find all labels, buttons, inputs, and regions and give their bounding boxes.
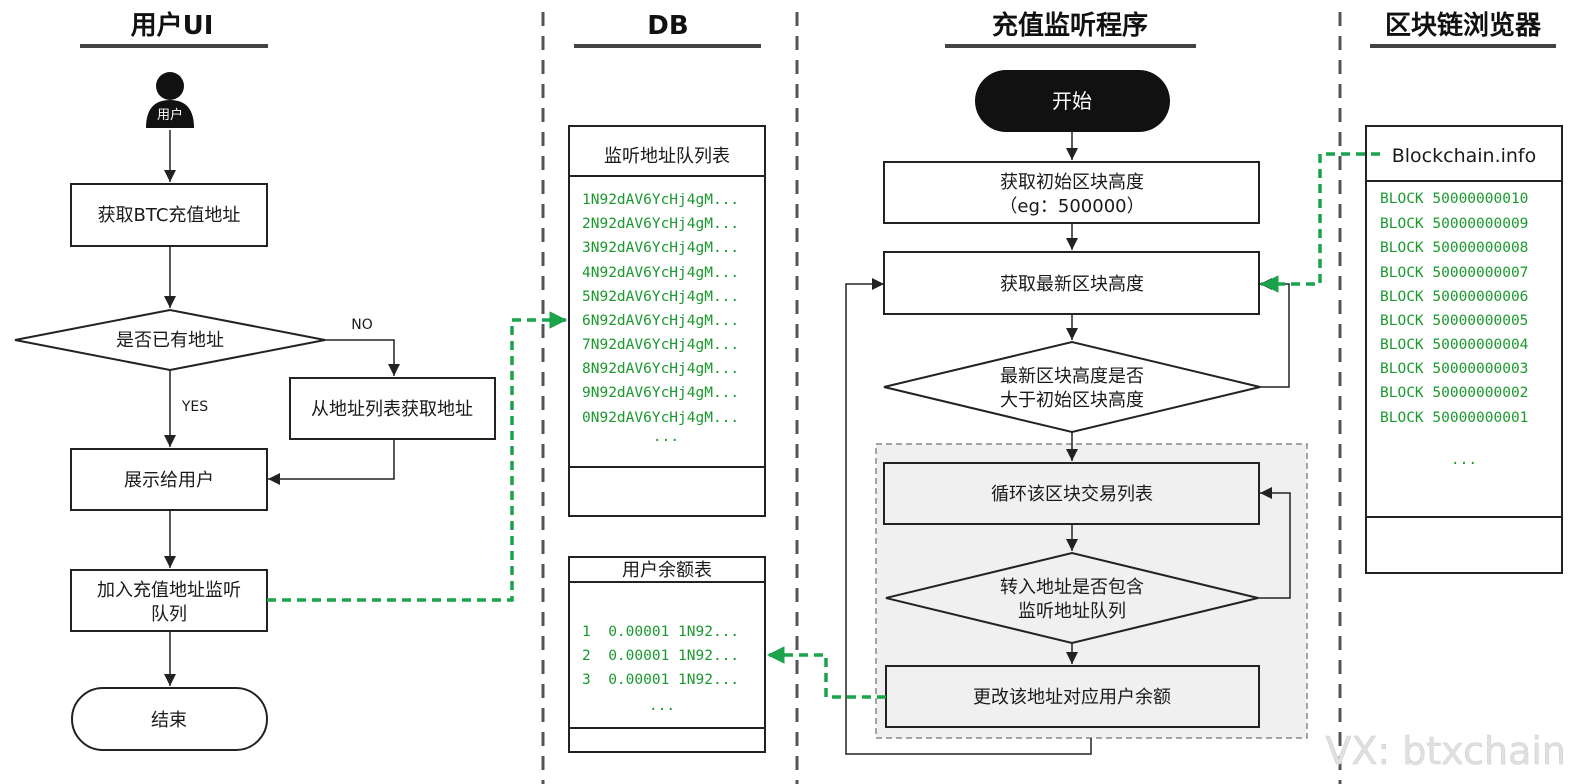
check-label-line2: 监听地址队列 <box>1018 601 1126 622</box>
check-label-line1: 转入地址是否包含 <box>1000 577 1144 598</box>
init-height-label-line1: 获取初始区块高度 <box>1000 172 1144 193</box>
lane-title-monitor: 充值监听程序 <box>992 10 1148 41</box>
join-queue-label-line2: 队列 <box>151 604 187 625</box>
user-icon-label: 用户 <box>157 107 183 123</box>
watch-table-row: 1N92dAV6YcHj4gM... <box>582 192 739 208</box>
loop-tx-box <box>883 462 1260 525</box>
join-queue-label-line1: 加入充值地址监听 <box>97 580 241 601</box>
block-row: BLOCK 50000000007 <box>1380 265 1528 281</box>
get-address-label: 获取BTC充值地址 <box>98 205 241 226</box>
watch-table-row: 0N92dAV6YcHj4gM... <box>582 410 739 426</box>
from-list-label: 从地址列表获取地址 <box>311 399 473 420</box>
end-terminal <box>71 687 268 751</box>
join-queue-box <box>70 569 268 632</box>
watch-table-row: 5N92dAV6YcHj4gM... <box>582 289 739 305</box>
get-address-box <box>70 183 268 247</box>
update-balance-label: 更改该地址对应用户余额 <box>973 687 1171 708</box>
explorer-title: Blockchain.info <box>1392 145 1537 167</box>
has-address-label: 是否已有地址 <box>116 330 224 351</box>
block-row: BLOCK 50000000008 <box>1380 240 1528 256</box>
watch-table-row: 2N92dAV6YcHj4gM... <box>582 216 739 232</box>
yes-label: YES <box>181 399 208 415</box>
watch-table-row: 7N92dAV6YcHj4gM... <box>582 337 739 353</box>
queue-write-connector <box>267 311 567 602</box>
from-list-box <box>289 377 496 440</box>
show-user-box <box>70 448 268 511</box>
block-row: BLOCK 50000000001 <box>1380 410 1528 426</box>
explorer-read-connector <box>1261 152 1380 293</box>
compare-label-line2: 大于初始区块高度 <box>1000 390 1144 411</box>
end-label: 结束 <box>151 710 187 731</box>
latest-height-box <box>883 251 1260 315</box>
block-row: BLOCK 50000000006 <box>1380 289 1528 305</box>
block-row: BLOCK 50000000009 <box>1380 216 1528 232</box>
watch-table-row: 8N92dAV6YcHj4gM... <box>582 361 739 377</box>
start-terminal <box>975 70 1170 132</box>
loop-tx-label: 循环该区块交易列表 <box>991 484 1153 505</box>
balance-table-title: 用户余额表 <box>622 560 712 581</box>
compare-label-line1: 最新区块高度是否 <box>1000 366 1144 387</box>
loop-back-connector <box>845 278 1092 755</box>
block-row: BLOCK 50000000003 <box>1380 361 1528 377</box>
watch-table-row: 3N92dAV6YcHj4gM... <box>582 240 739 256</box>
balance-table-more: ... <box>649 698 675 714</box>
block-row: BLOCK 50000000002 <box>1380 385 1528 401</box>
lane-title-explorer: 区块链浏览器 <box>1385 10 1542 41</box>
user-icon: 用户 <box>146 72 194 128</box>
blockchain-explorer-table: Blockchain.info BLOCK 50000000010 BLOCK … <box>1365 125 1563 574</box>
watch-address-table: 监听地址队列表 1N92dAV6YcHj4gM... 2N92dAV6YcHj4… <box>568 125 766 517</box>
balance-table-row: 2 0.00001 1N92... <box>582 648 739 664</box>
compare-height-decision <box>883 340 1261 434</box>
init-height-label-line2: （eg：500000） <box>999 196 1144 217</box>
balance-table-row: 1 0.00001 1N92... <box>582 624 739 640</box>
no-label: NO <box>351 317 373 333</box>
show-user-label: 展示给用户 <box>124 470 214 491</box>
balance-write-connector <box>767 646 886 699</box>
watch-table-title: 监听地址队列表 <box>604 146 730 167</box>
block-row: BLOCK 50000000005 <box>1380 313 1528 329</box>
latest-height-label: 获取最新区块高度 <box>1000 274 1144 295</box>
start-label: 开始 <box>1052 89 1092 113</box>
lane-title-user-ui: 用户UI <box>131 10 214 41</box>
balance-table-row: 3 0.00001 1N92... <box>582 672 739 688</box>
watch-table-row: 6N92dAV6YcHj4gM... <box>582 313 739 329</box>
block-row: BLOCK 50000000004 <box>1380 337 1529 353</box>
watch-table-row: 9N92dAV6YcHj4gM... <box>582 385 739 401</box>
watch-table-more: ... <box>653 429 679 445</box>
explorer-more: ... <box>1451 452 1477 468</box>
lane-title-db: DB <box>647 11 688 41</box>
watch-table-row: 4N92dAV6YcHj4gM... <box>582 265 739 281</box>
lane-separators <box>541 12 1342 784</box>
update-balance-box <box>885 665 1260 728</box>
user-balance-table: 用户余额表 1 0.00001 1N92... 2 0.00001 1N92..… <box>568 556 766 753</box>
block-row: BLOCK 50000000010 <box>1380 191 1528 207</box>
watermark: VX: btxchain <box>1325 729 1566 773</box>
